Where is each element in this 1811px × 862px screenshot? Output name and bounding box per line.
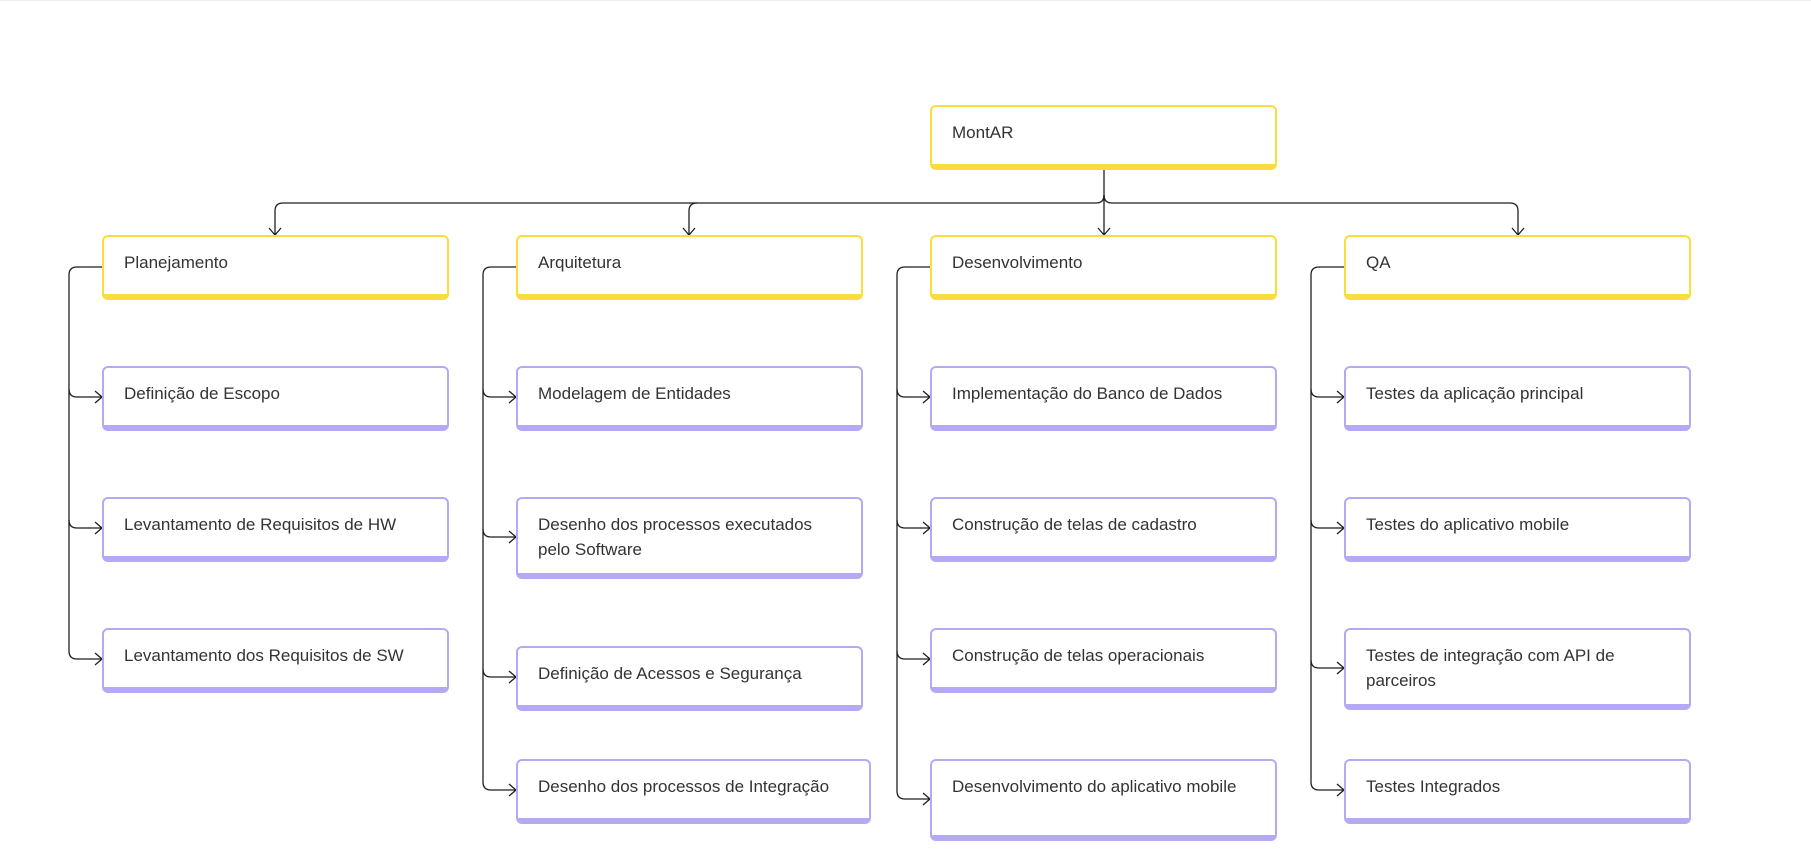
task-label: Testes de integração com API de parceiro… — [1366, 646, 1615, 690]
arrowhead-icon — [1336, 390, 1345, 404]
connector-branch — [1310, 519, 1344, 529]
connector-branch — [482, 388, 516, 398]
task-testes-integrados[interactable]: Testes Integrados — [1344, 759, 1691, 824]
category-label: Desenvolvimento — [952, 253, 1083, 272]
arrowhead-icon — [94, 652, 103, 666]
connector-spine-1 — [68, 266, 102, 660]
task-label: Levantamento de Requisitos de HW — [124, 515, 397, 534]
arrowhead-icon — [508, 783, 517, 797]
arrowhead-icon — [922, 792, 931, 806]
category-planejamento[interactable]: Planejamento — [102, 235, 449, 300]
task-label: Construção de telas de cadastro — [952, 515, 1197, 534]
arrowhead-icon — [508, 390, 517, 404]
task-label: Definição de Escopo — [124, 384, 280, 403]
connector-branch — [68, 519, 102, 529]
connector-spine-3 — [896, 266, 930, 800]
category-label: Planejamento — [124, 253, 228, 272]
task-definicao-escopo[interactable]: Definição de Escopo — [102, 366, 449, 431]
task-telas-operacionais[interactable]: Construção de telas operacionais — [930, 628, 1277, 693]
task-label: Desenho dos processos executados pelo So… — [538, 515, 813, 559]
connector-branch — [1310, 659, 1344, 669]
task-banco-dados[interactable]: Implementação do Banco de Dados — [930, 366, 1277, 431]
connector-branch — [482, 668, 516, 678]
task-label: Testes Integrados — [1366, 777, 1501, 796]
connector-branch — [896, 388, 930, 398]
connector-root-right — [1103, 194, 1519, 235]
arrowhead-icon — [1511, 227, 1525, 236]
task-aplicativo-mobile[interactable]: Desenvolvimento do aplicativo mobile — [930, 759, 1277, 841]
arrowhead-icon — [268, 227, 282, 236]
task-requisitos-hw[interactable]: Levantamento de Requisitos de HW — [102, 497, 449, 562]
task-label: Testes do aplicativo mobile — [1366, 515, 1570, 534]
root-node[interactable]: MontAR — [930, 105, 1277, 170]
arrowhead-icon — [922, 390, 931, 404]
category-label: Arquitetura — [538, 253, 622, 272]
connector-root-branch — [688, 202, 698, 235]
connector-spine-4 — [1310, 266, 1344, 791]
task-label: Desenho dos processos de Integração — [538, 777, 830, 796]
arrowhead-icon — [94, 390, 103, 404]
connector-branch — [1310, 388, 1344, 398]
connector-spine-2 — [482, 266, 516, 791]
top-divider — [0, 0, 1811, 1]
arrowhead-icon — [922, 521, 931, 535]
task-testes-aplicativo-mobile[interactable]: Testes do aplicativo mobile — [1344, 497, 1691, 562]
task-modelagem-entidades[interactable]: Modelagem de Entidades — [516, 366, 863, 431]
task-testes-integracao-api[interactable]: Testes de integração com API de parceiro… — [1344, 628, 1691, 710]
task-requisitos-sw[interactable]: Levantamento dos Requisitos de SW — [102, 628, 449, 693]
connector-branch — [896, 650, 930, 660]
category-label: QA — [1366, 253, 1391, 272]
task-testes-aplicacao-principal[interactable]: Testes da aplicação principal — [1344, 366, 1691, 431]
task-desenho-processos-integracao[interactable]: Desenho dos processos de Integração — [516, 759, 871, 824]
arrowhead-icon — [94, 521, 103, 535]
task-telas-cadastro[interactable]: Construção de telas de cadastro — [930, 497, 1277, 562]
task-label: Definição de Acessos e Segurança — [538, 664, 802, 683]
task-label: Testes da aplicação principal — [1366, 384, 1584, 403]
connector-branch — [896, 519, 930, 529]
arrowhead-icon — [1336, 783, 1345, 797]
arrowhead-icon — [1097, 227, 1111, 236]
task-label: Modelagem de Entidades — [538, 384, 731, 403]
category-qa[interactable]: QA — [1344, 235, 1691, 300]
task-acessos-seguranca[interactable]: Definição de Acessos e Segurança — [516, 646, 863, 711]
task-label: Construção de telas operacionais — [952, 646, 1205, 665]
category-desenvolvimento[interactable]: Desenvolvimento — [930, 235, 1277, 300]
category-arquitetura[interactable]: Arquitetura — [516, 235, 863, 300]
arrowhead-icon — [508, 530, 517, 544]
arrowhead-icon — [922, 652, 931, 666]
task-label: Desenvolvimento do aplicativo mobile — [952, 777, 1237, 796]
arrowhead-icon — [1336, 661, 1345, 675]
task-label: Implementação do Banco de Dados — [952, 384, 1223, 403]
task-label: Levantamento dos Requisitos de SW — [124, 646, 404, 665]
connector-root-left — [274, 194, 1105, 235]
arrowhead-icon — [1336, 521, 1345, 535]
connector-branch — [482, 528, 516, 538]
connector-branch — [68, 388, 102, 398]
task-desenho-processos-software[interactable]: Desenho dos processos executados pelo So… — [516, 497, 863, 579]
arrowhead-icon — [508, 670, 517, 684]
arrowhead-icon — [682, 227, 696, 236]
root-node-label: MontAR — [952, 123, 1014, 142]
